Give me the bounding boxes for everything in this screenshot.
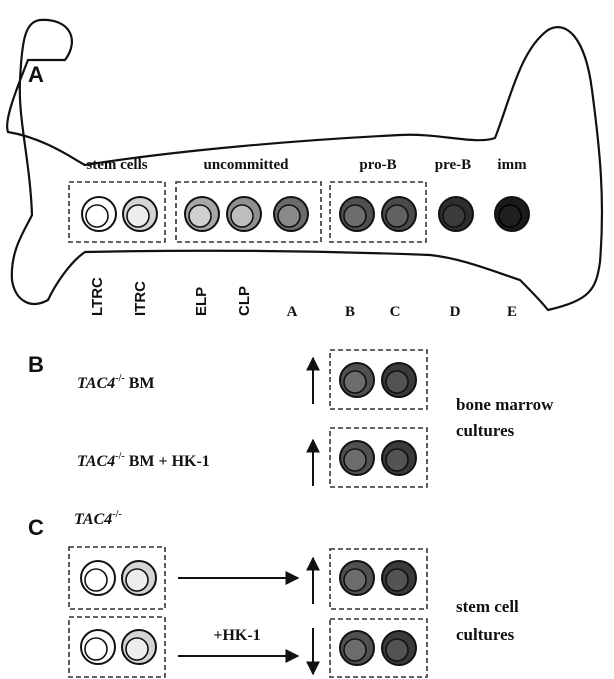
cell-fraction-c bbox=[382, 363, 416, 397]
cell-fraction-b bbox=[340, 197, 374, 231]
cell-ltrc bbox=[81, 561, 115, 595]
cell-itrc bbox=[123, 197, 157, 231]
group-label-stem-cells: stem cells bbox=[86, 157, 147, 173]
group-label-imm: imm bbox=[497, 157, 527, 173]
cell-fraction-d bbox=[439, 197, 473, 231]
population-label-ltrc: LTRC bbox=[89, 277, 106, 316]
population-label-d: D bbox=[450, 304, 461, 320]
cell-itrc bbox=[122, 561, 156, 595]
cell-fraction-a bbox=[274, 197, 308, 231]
group-label-uncommitted: uncommitted bbox=[204, 157, 290, 173]
population-label-clp: CLP bbox=[236, 286, 253, 316]
panel-b-row2-label: TAC4-/- BM + HK-1 bbox=[77, 451, 210, 470]
cell-elp bbox=[185, 197, 219, 231]
population-label-c: C bbox=[390, 304, 401, 320]
group-label-pre-b: pre-B bbox=[435, 157, 471, 173]
stem-cell-cultures-caption-line2: cultures bbox=[456, 625, 515, 644]
cell-itrc bbox=[122, 630, 156, 664]
cell-fraction-e bbox=[495, 197, 529, 231]
bone-marrow-cultures-caption-line1: bone marrow bbox=[456, 395, 554, 414]
population-label-itrc: ITRC bbox=[132, 281, 149, 316]
population-label-elp: ELP bbox=[193, 287, 210, 316]
cell-fraction-b bbox=[340, 441, 374, 475]
cell-fraction-b bbox=[340, 363, 374, 397]
panel-b-row1-label: TAC4-/- BM bbox=[77, 373, 154, 392]
treatment-label: +HK-1 bbox=[213, 627, 260, 644]
cell-ltrc bbox=[82, 197, 116, 231]
population-label-a: A bbox=[287, 304, 298, 320]
bone-marrow-cultures-caption-line2: cultures bbox=[456, 421, 515, 440]
panel-b-label: B bbox=[28, 352, 44, 377]
panel-c-label: C bbox=[28, 515, 44, 540]
cell-fraction-c bbox=[382, 631, 416, 665]
cell-fraction-b bbox=[340, 631, 374, 665]
cell-fraction-b bbox=[340, 561, 374, 595]
cell-ltrc bbox=[81, 630, 115, 664]
panel-c-genotype-label: TAC4-/- bbox=[74, 509, 122, 528]
population-label-b: B bbox=[345, 304, 355, 320]
group-label-pro-b: pro-B bbox=[359, 157, 396, 173]
cell-fraction-c bbox=[382, 441, 416, 475]
stem-cell-cultures-caption-line1: stem cell bbox=[456, 597, 519, 616]
panel-a-label: A bbox=[28, 62, 44, 87]
population-label-e: E bbox=[507, 304, 517, 320]
cell-clp bbox=[227, 197, 261, 231]
cell-fraction-c bbox=[382, 197, 416, 231]
cell-fraction-c bbox=[382, 561, 416, 595]
